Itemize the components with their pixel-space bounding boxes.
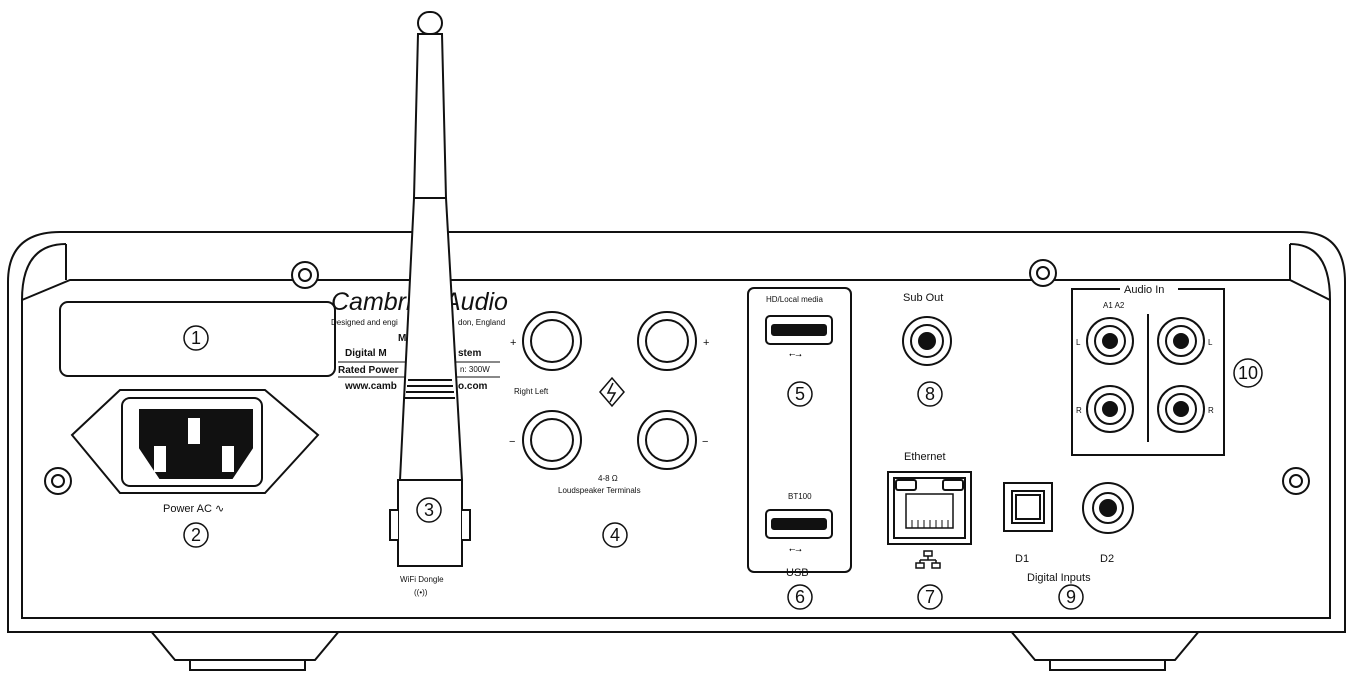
usb-port-bt100 bbox=[765, 509, 833, 539]
screw-icon bbox=[1282, 467, 1310, 495]
audio-in-label: Audio In bbox=[1124, 284, 1164, 296]
usb-icon: ⭠⭢ bbox=[789, 545, 802, 554]
rca-a2-r bbox=[1157, 385, 1205, 433]
model-m: M bbox=[398, 333, 406, 344]
wifi-dongle-label: WiFi Dongle bbox=[400, 575, 444, 584]
screw-icon bbox=[1029, 259, 1057, 287]
callout-10-circle bbox=[1233, 358, 1263, 388]
wifi-icon: ((•)) bbox=[414, 588, 428, 597]
callout-4-circle bbox=[602, 522, 628, 548]
rca-a1-r bbox=[1086, 385, 1134, 433]
wifi-antenna bbox=[389, 11, 471, 567]
minus-right: − bbox=[509, 436, 515, 448]
a1-a2-label: A1 A2 bbox=[1103, 301, 1125, 310]
callout-6: 6 bbox=[795, 587, 805, 607]
loudspeaker-terminals-label: Loudspeaker Terminals bbox=[558, 486, 641, 495]
terminal-left-plus bbox=[637, 311, 697, 371]
coaxial-input-d2 bbox=[1082, 482, 1134, 534]
rated-right: n: 300W bbox=[460, 365, 490, 374]
model-left: Digital M bbox=[345, 348, 387, 359]
rated-left: Rated Power bbox=[338, 365, 399, 376]
ethernet-label: Ethernet bbox=[904, 451, 946, 463]
sub-out-label: Sub Out bbox=[903, 292, 943, 304]
callout-5: 5 bbox=[795, 384, 805, 404]
screw-icon bbox=[291, 261, 319, 289]
digital-inputs bbox=[1003, 482, 1134, 534]
d1-label: D1 bbox=[1015, 553, 1029, 565]
terminal-right-minus bbox=[522, 410, 582, 470]
audio-r-left: R bbox=[1076, 406, 1082, 415]
callout-5-circle bbox=[787, 381, 813, 407]
impedance-label: 4-8 Ω bbox=[598, 474, 618, 483]
hd-local-media-label: HD/Local media bbox=[766, 295, 823, 304]
sub-out-port bbox=[902, 316, 952, 366]
callout-9: 9 bbox=[1066, 587, 1076, 607]
callout-1-circle bbox=[183, 325, 209, 351]
usb-label: USB bbox=[786, 567, 809, 579]
audio-r-right: R bbox=[1208, 406, 1214, 415]
callout-8: 8 bbox=[925, 384, 935, 404]
screws bbox=[44, 259, 1310, 495]
callout-4: 4 bbox=[610, 525, 620, 545]
power-ac-label: Power AC ∿ bbox=[163, 503, 224, 515]
terminal-right-plus bbox=[522, 311, 582, 371]
optical-input-d1 bbox=[1003, 482, 1053, 532]
callout-9-circle bbox=[1058, 584, 1084, 610]
minus-left: − bbox=[702, 436, 708, 448]
rca-a1-l bbox=[1086, 317, 1134, 365]
audio-l-right: L bbox=[1208, 338, 1213, 347]
callout-8-circle bbox=[917, 381, 943, 407]
designed-left: Designed and engi bbox=[331, 318, 398, 327]
callout-7: 7 bbox=[925, 587, 935, 607]
plus-right: + bbox=[510, 337, 516, 349]
usb-icon: ⭠⭢ bbox=[789, 350, 802, 359]
callout-1: 1 bbox=[191, 328, 201, 348]
url-right: o.com bbox=[458, 381, 488, 392]
terminal-left-minus bbox=[637, 410, 697, 470]
callouts bbox=[183, 325, 1263, 610]
usb-port-hd-local-media bbox=[765, 315, 833, 345]
audio-l-left: L bbox=[1076, 338, 1081, 347]
network-icon bbox=[915, 550, 941, 569]
url-left: www.camb bbox=[344, 381, 397, 392]
callout-3: 3 bbox=[424, 500, 434, 520]
callout-7-circle bbox=[917, 584, 943, 610]
callout-10: 10 bbox=[1238, 363, 1258, 383]
screw-icon bbox=[44, 467, 72, 495]
right-left-label: Right Left bbox=[514, 387, 549, 396]
plus-left: + bbox=[703, 337, 709, 349]
callout-numbers: 1 2 3 4 5 6 7 8 9 10 bbox=[191, 328, 1258, 607]
audio-in-block bbox=[1071, 288, 1225, 456]
d2-label: D2 bbox=[1100, 553, 1114, 565]
callout-6-circle bbox=[787, 584, 813, 610]
digital-inputs-label: Digital Inputs bbox=[1027, 572, 1091, 584]
model-right: stem bbox=[458, 348, 481, 359]
callout-2-circle bbox=[183, 522, 209, 548]
power-ac-socket bbox=[70, 389, 320, 494]
ethernet-port bbox=[887, 471, 972, 569]
rca-a2-l bbox=[1157, 317, 1205, 365]
designed-right: don, England bbox=[458, 318, 505, 327]
hazard-icon bbox=[599, 376, 625, 408]
bt100-label: BT100 bbox=[788, 492, 812, 501]
brand-logo-left: Cambri bbox=[331, 288, 413, 316]
callout-2: 2 bbox=[191, 525, 201, 545]
callout-3-circle bbox=[416, 497, 442, 523]
loudspeaker-terminals bbox=[522, 311, 697, 470]
usb-block bbox=[747, 287, 852, 573]
